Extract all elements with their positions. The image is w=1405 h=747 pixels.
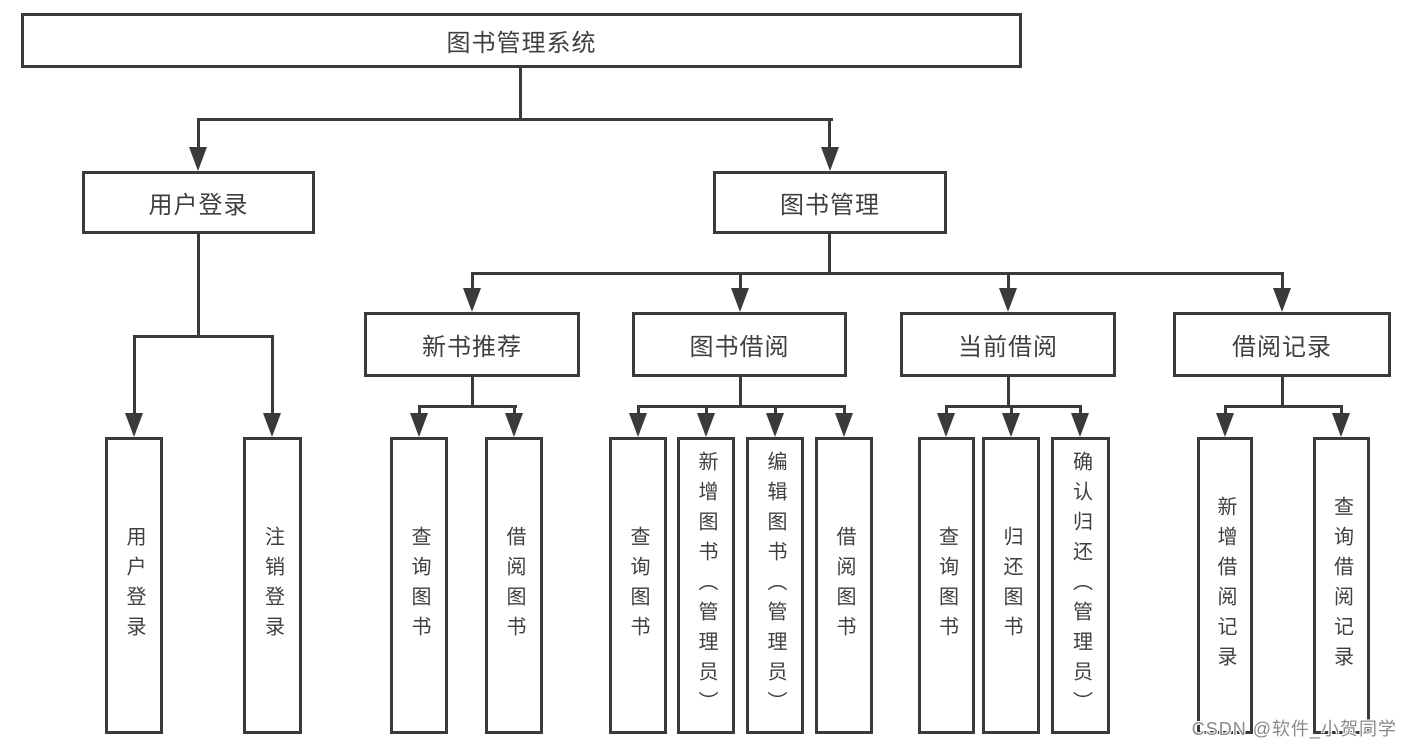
connector-book-management-branch xyxy=(471,272,1283,275)
node-library-management-system: 图书管理系统 xyxy=(21,13,1022,68)
connector-to-leaf xyxy=(1224,405,1227,417)
connector-to-leaf xyxy=(418,405,421,417)
leaf-query-borrow-record: 查询借阅记录 xyxy=(1313,437,1370,734)
connector-to-leaf xyxy=(945,405,948,417)
connector-to-leaf xyxy=(271,335,274,415)
leaf-query-books-borrowing: 查询图书 xyxy=(609,437,667,734)
leaf-query-books-current: 查询图书 xyxy=(918,437,975,734)
connector-to-node xyxy=(1007,272,1010,292)
connector-current-branch xyxy=(945,405,1082,408)
connector-recommend-branch xyxy=(418,405,517,408)
connector-to-leaf xyxy=(1010,405,1013,417)
leaf-user-login: 用户登录 xyxy=(105,437,163,734)
arrowhead-down-icon xyxy=(1273,288,1291,312)
arrowhead-down-icon xyxy=(189,147,207,171)
connector-borrowing-stem xyxy=(739,377,742,405)
node-user-login: 用户登录 xyxy=(82,171,315,234)
connector-root-branch xyxy=(197,118,833,121)
arrowhead-down-icon xyxy=(463,288,481,312)
connector-to-node xyxy=(1281,272,1284,292)
arrowhead-down-icon xyxy=(263,413,281,437)
connector-to-leaf xyxy=(774,405,777,417)
leaf-borrow-books-borrowing: 借阅图书 xyxy=(815,437,873,734)
connector-to-node xyxy=(471,272,474,292)
leaf-add-borrow-record: 新增借阅记录 xyxy=(1197,437,1253,734)
connector-records-stem xyxy=(1281,377,1284,405)
arrowhead-down-icon xyxy=(1071,413,1089,437)
connector-to-leaf xyxy=(843,405,846,417)
arrowhead-down-icon xyxy=(731,288,749,312)
node-current-borrowing: 当前借阅 xyxy=(900,312,1116,377)
connector-records-branch xyxy=(1224,405,1343,408)
arrowhead-down-icon xyxy=(999,288,1017,312)
connector-to-user-login xyxy=(197,118,200,150)
connector-to-node xyxy=(739,272,742,292)
connector-to-leaf xyxy=(1079,405,1082,417)
leaf-logout: 注销登录 xyxy=(243,437,302,734)
node-new-book-recommendation: 新书推荐 xyxy=(364,312,580,377)
leaf-add-book-admin: 新增图书（管理员） xyxy=(677,437,735,734)
arrowhead-down-icon xyxy=(835,413,853,437)
node-book-management: 图书管理 xyxy=(713,171,947,234)
connector-to-leaf xyxy=(705,405,708,417)
connector-book-management-stem xyxy=(828,234,831,272)
arrowhead-down-icon xyxy=(697,413,715,437)
csdn-watermark: CSDN @软件_小贺同学 xyxy=(1191,719,1397,739)
connector-root-stem xyxy=(519,68,522,118)
connector-current-stem xyxy=(1007,377,1010,405)
connector-to-leaf xyxy=(1340,405,1343,417)
connector-to-leaf xyxy=(133,335,136,415)
leaf-edit-book-admin: 编辑图书（管理员） xyxy=(746,437,804,734)
connector-user-login-branch xyxy=(133,335,274,338)
leaf-return-books: 归还图书 xyxy=(982,437,1040,734)
connector-recommend-stem xyxy=(471,377,474,405)
arrowhead-down-icon xyxy=(1002,413,1020,437)
leaf-borrow-books-recommend: 借阅图书 xyxy=(485,437,543,734)
connector-to-leaf xyxy=(637,405,640,417)
connector-user-login-stem xyxy=(197,234,200,335)
node-borrowing-records: 借阅记录 xyxy=(1173,312,1391,377)
leaf-confirm-return-admin: 确认归还（管理员） xyxy=(1051,437,1110,734)
connector-to-leaf xyxy=(513,405,516,417)
arrowhead-down-icon xyxy=(125,413,143,437)
arrowhead-down-icon xyxy=(1216,413,1234,437)
arrowhead-down-icon xyxy=(821,147,839,171)
arrowhead-down-icon xyxy=(410,413,428,437)
node-book-borrowing: 图书借阅 xyxy=(632,312,847,377)
arrowhead-down-icon xyxy=(629,413,647,437)
leaf-query-books-recommend: 查询图书 xyxy=(390,437,448,734)
connector-to-book-management xyxy=(828,118,831,150)
arrowhead-down-icon xyxy=(1332,413,1350,437)
arrowhead-down-icon xyxy=(937,413,955,437)
arrowhead-down-icon xyxy=(766,413,784,437)
arrowhead-down-icon xyxy=(505,413,523,437)
connector-borrowing-branch xyxy=(637,405,846,408)
